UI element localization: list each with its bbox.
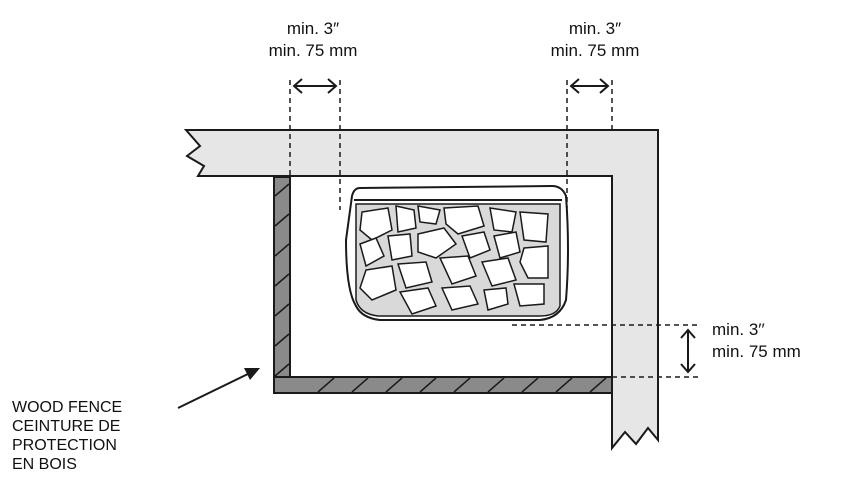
label-line: min. 75 mm bbox=[712, 342, 801, 361]
label-top-right-clearance: min. 3″ min. 75 mm bbox=[520, 18, 670, 62]
label-line: CEINTURE DE bbox=[12, 418, 121, 435]
label-right-clearance: min. 3′′ min. 75 mm bbox=[712, 319, 801, 363]
label-line: min. 75 mm bbox=[268, 41, 358, 60]
label-line: min. 75 mm bbox=[550, 41, 640, 60]
label-wood-fence: WOOD FENCE CEINTURE DE PROTECTION EN BOI… bbox=[12, 398, 122, 474]
label-top-left-clearance: min. 3″ min. 75 mm bbox=[238, 18, 388, 62]
clearance-bottom bbox=[512, 324, 700, 378]
label-line: PROTECTION bbox=[12, 437, 117, 454]
arrow-top-right bbox=[569, 78, 610, 94]
label-line: WOOD FENCE bbox=[12, 399, 123, 416]
clearance-top-right bbox=[566, 80, 613, 208]
wall-top bbox=[183, 129, 659, 451]
heater-stones bbox=[359, 205, 549, 315]
arrow-right bbox=[680, 328, 696, 374]
wood-fence bbox=[273, 176, 613, 394]
label-line: min. 3″ bbox=[568, 19, 622, 38]
fence-pointer-arrow bbox=[177, 368, 260, 409]
label-line: min. 3′′ bbox=[712, 320, 765, 339]
arrow-top-left bbox=[292, 78, 338, 94]
fence-bottom bbox=[273, 376, 613, 394]
label-line: EN BOIS bbox=[12, 456, 77, 473]
clearance-top-left bbox=[289, 80, 341, 210]
label-line: min. 3″ bbox=[286, 19, 340, 38]
sauna-heater bbox=[344, 184, 569, 321]
